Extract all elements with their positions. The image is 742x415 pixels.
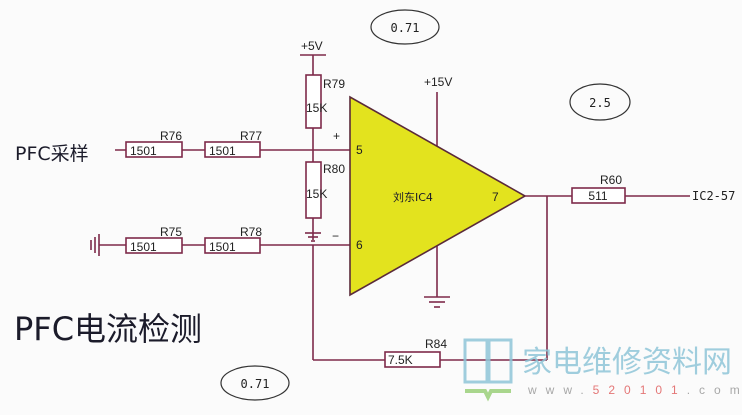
ground-icon bbox=[305, 232, 321, 242]
pin-6-label: 6 bbox=[356, 238, 363, 252]
voltage-value: 2.5 bbox=[589, 96, 611, 110]
watermark-url: www.520101.com bbox=[527, 383, 742, 397]
r60-label: R60 bbox=[600, 173, 622, 187]
resistor-r78 bbox=[204, 237, 261, 254]
pfc-sample-label: PFC采样 bbox=[15, 143, 89, 165]
voltage-value: 0.71 bbox=[241, 377, 270, 391]
r80-label: R80 bbox=[323, 162, 345, 176]
output-net-label: IC2-57 bbox=[692, 189, 735, 203]
voltage-value: 0.71 bbox=[391, 21, 420, 35]
r79-label: R79 bbox=[323, 77, 345, 91]
resistor-r79 bbox=[305, 74, 322, 129]
voltage-annotation-bottom: 0.71 bbox=[220, 365, 290, 401]
diagram-title: PFC电流检测 bbox=[14, 310, 202, 348]
resistor-r80 bbox=[305, 161, 322, 219]
plus5v-label: +5V bbox=[301, 39, 323, 53]
r80-value: 15K bbox=[306, 187, 327, 201]
resistor-r60 bbox=[571, 187, 626, 204]
resistor-r76 bbox=[125, 141, 183, 158]
resistor-r77 bbox=[204, 141, 261, 158]
pin-5-label: 5 bbox=[356, 143, 363, 157]
r60-value: 511 bbox=[588, 189, 607, 203]
r76-value: 1501 bbox=[130, 144, 157, 158]
r84-label: R84 bbox=[425, 337, 447, 351]
pin-7-label: 7 bbox=[492, 190, 499, 204]
plus15v-label: +15V bbox=[424, 75, 452, 89]
voltage-annotation-top: 0.71 bbox=[370, 9, 440, 45]
resistor-r84 bbox=[384, 351, 441, 368]
ground-icon bbox=[90, 234, 100, 256]
opamp-ic4 bbox=[349, 95, 527, 297]
r77-label: R77 bbox=[240, 129, 262, 143]
book-icon bbox=[463, 338, 513, 402]
ground-icon bbox=[424, 296, 450, 308]
watermark-site-name: 家电维修资料网 bbox=[522, 345, 732, 380]
plus-sign: + bbox=[333, 129, 340, 143]
r75-label: R75 bbox=[160, 225, 182, 239]
r77-value: 1501 bbox=[209, 144, 236, 158]
opamp-label: 刘东IC4 bbox=[393, 191, 433, 204]
minus-sign: − bbox=[332, 229, 339, 243]
r78-value: 1501 bbox=[209, 240, 236, 254]
r79-value: 15K bbox=[306, 101, 327, 115]
r78-label: R78 bbox=[240, 225, 262, 239]
r75-value: 1501 bbox=[130, 240, 157, 254]
resistor-r75 bbox=[125, 237, 183, 254]
voltage-annotation-output: 2.5 bbox=[569, 83, 631, 121]
watermark-logo: 家电维修资料网 www.520101.com bbox=[463, 338, 742, 402]
r84-value: 7.5K bbox=[388, 353, 413, 367]
r76-label: R76 bbox=[160, 129, 182, 143]
